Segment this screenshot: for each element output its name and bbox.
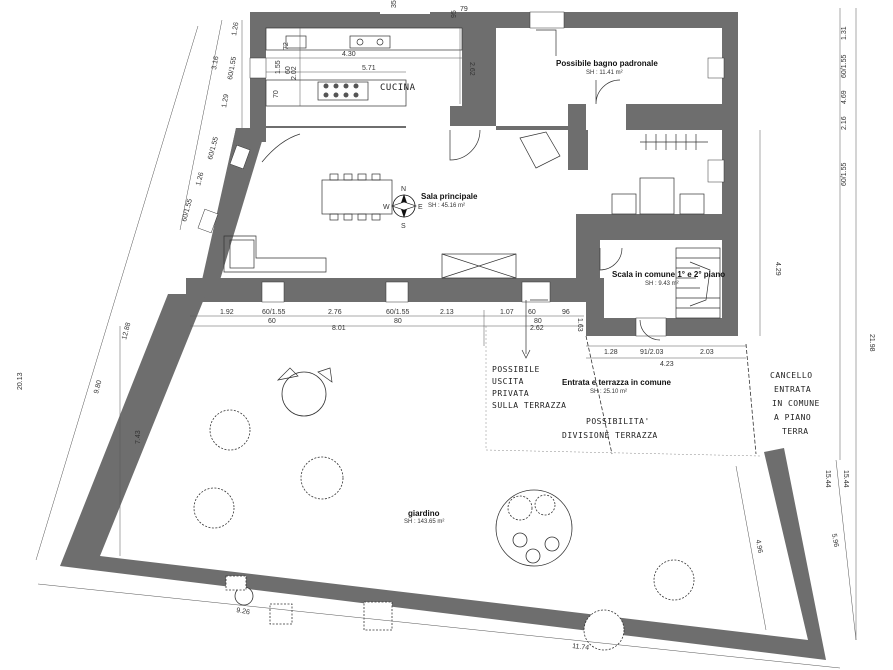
dim-423: 4.23	[660, 361, 674, 368]
terrace-area	[485, 300, 761, 457]
room-bagno-name: Possibile bagno padronale	[556, 59, 658, 68]
dim-60b: 60	[528, 309, 536, 316]
note-uscita-2: USCITA	[492, 377, 524, 386]
note-cancello-1: CANCELLO	[770, 371, 813, 380]
dim-496: 4.96	[754, 539, 763, 554]
dim-213: 2.13	[440, 309, 454, 316]
dim-1288: 12.88	[121, 322, 132, 341]
note-uscita-4: SULLA TERRAZZA	[492, 401, 566, 410]
dim-155: 1.55	[275, 60, 282, 74]
door-swings	[449, 29, 661, 341]
dim-596: 5.96	[830, 533, 839, 548]
dim-131: 1.31	[841, 26, 848, 40]
room-bagno-area: SH : 11.41 m²	[586, 70, 623, 76]
room-sala-name: Sala principale	[421, 192, 478, 201]
dim-80a: 80	[394, 318, 402, 325]
stairs	[675, 247, 721, 319]
garden-plants	[193, 367, 695, 651]
dimension-lines	[35, 8, 857, 669]
dim-1544a: 15.44	[824, 470, 831, 488]
room-sala-area: SH : 45.16 m²	[428, 203, 465, 209]
dim-79: 79	[460, 6, 468, 13]
openings	[197, 6, 725, 337]
dim-262a: 2.62	[468, 62, 475, 76]
dim-126a: 1.26	[231, 22, 240, 37]
dim-276: 2.76	[328, 309, 342, 316]
living-furniture	[223, 131, 721, 319]
dim-743: 7.43	[135, 430, 142, 444]
dim-126b: 1.26	[195, 171, 205, 186]
dim-107: 1.07	[500, 309, 514, 316]
note-cancello-3: IN COMUNE	[772, 399, 820, 408]
room-scala-area: SH : 9.43 m²	[645, 281, 679, 287]
dim-926: 9.26	[236, 607, 251, 616]
dim-60a: 60	[285, 66, 292, 74]
room-giardino-area: SH : 143.65 m²	[404, 519, 444, 525]
handwritten-notes: CUCINA POSSIBILE USCITA PRIVATA SULLA TE…	[380, 83, 820, 440]
dim-60155: 60/1.55	[227, 56, 238, 80]
dim-2198: 21.98	[868, 334, 875, 352]
dim-430: 4.30	[342, 51, 356, 58]
room-scala-name: Scala in comune 1° e 2° piano	[612, 270, 725, 279]
note-cancello-2: ENTRATA	[774, 385, 811, 394]
dim-2013: 20.13	[17, 372, 24, 390]
kitchen-furniture	[265, 27, 463, 107]
walls	[60, 12, 826, 660]
dim-60c: 60	[268, 318, 276, 325]
dim-60155b: 60/1.55	[207, 136, 220, 160]
dim-1544b: 15.44	[842, 470, 849, 488]
compass-s-label: S	[401, 223, 406, 230]
dimension-labels: 4.30 5.71 2.62 2.02 70 72 1.55 60 79 95 …	[17, 0, 875, 652]
compass: N S W E	[383, 186, 423, 230]
dim-469: 4.69	[841, 90, 848, 104]
compass-e-label: E	[418, 204, 423, 211]
dim-95: 95	[451, 10, 458, 18]
dim-163: 1.63	[576, 318, 583, 332]
dim-6055: 60/1.55	[181, 198, 194, 222]
dim-35: 35	[391, 0, 398, 8]
compass-w-label: W	[383, 204, 390, 211]
note-uscita-1: POSSIBILE	[492, 365, 540, 374]
dim-129: 1.29	[221, 94, 230, 109]
room-giardino-name: giardino	[408, 509, 440, 518]
dim-96: 96	[562, 309, 570, 316]
dim-60155c: 60/1.55	[841, 55, 848, 78]
dim-128: 1.28	[604, 349, 618, 356]
dim-801: 8.01	[332, 325, 346, 332]
dim-60155d: 60/1.55	[841, 163, 848, 186]
dim-316: 3.16	[211, 56, 220, 71]
room-terrazza-name: Entrata e terrazza in comune	[562, 378, 671, 387]
dim-70: 70	[273, 90, 280, 98]
dim-1174: 11.74	[572, 643, 590, 652]
dim-91203: 91/2.03	[640, 349, 663, 356]
compass-n-label: N	[401, 186, 406, 193]
dim-192: 1.92	[220, 309, 234, 316]
dim-216: 2.16	[841, 116, 848, 130]
dim-262b: 2.62	[530, 325, 544, 332]
dim-980: 9.80	[93, 379, 103, 394]
dim-80b: 80	[534, 318, 542, 325]
room-terrazza-area: SH : 25.10 m²	[590, 389, 627, 395]
dim-60155e: 60/1.55	[262, 309, 285, 316]
dim-72: 72	[283, 42, 290, 50]
dim-60155f: 60/1.55	[386, 309, 409, 316]
room-labels: Possibile bagno padronale SH : 11.41 m² …	[404, 59, 725, 525]
note-cancello-5: TERRA	[782, 427, 809, 436]
dim-203: 2.03	[700, 349, 714, 356]
dim-429: 4.29	[774, 262, 781, 276]
dim-202: 2.02	[291, 66, 298, 80]
dim-571: 5.71	[362, 65, 376, 72]
note-uscita-3: PRIVATA	[492, 389, 529, 398]
note-divisione-1: POSSIBILITA'	[586, 417, 650, 426]
note-cancello-4: A PIANO	[774, 413, 811, 422]
note-divisione-2: DIVISIONE TERRAZZA	[562, 431, 658, 440]
note-cucina: CUCINA	[380, 83, 416, 93]
